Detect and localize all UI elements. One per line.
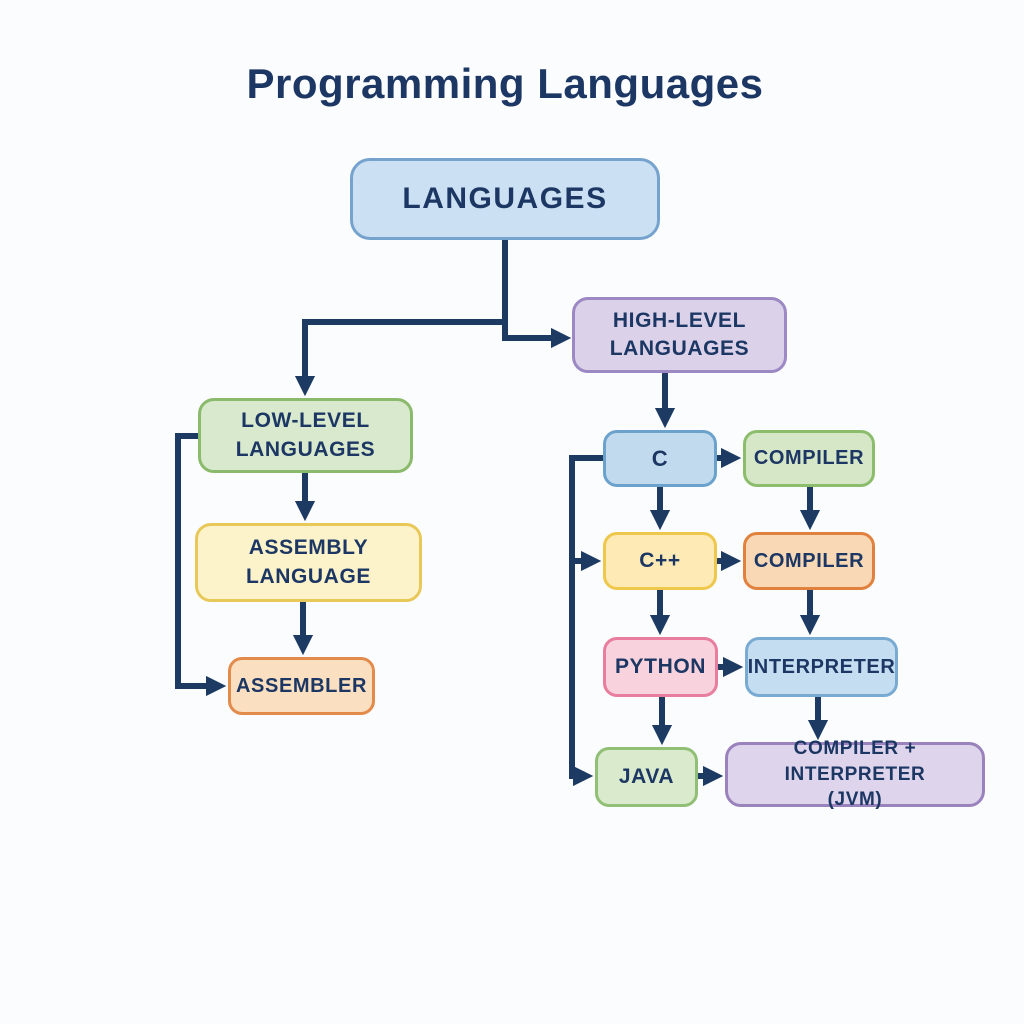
- node-assembly-language-label: ASSEMBLY LANGUAGE: [246, 536, 371, 588]
- node-interpreter: INTERPRETER: [745, 637, 898, 697]
- node-c: C: [603, 430, 717, 487]
- node-python-label: PYTHON: [614, 654, 707, 678]
- node-interpreter-label: INTERPRETER: [747, 655, 896, 678]
- node-cpp-label: C++: [639, 548, 681, 572]
- node-cpp: C++: [603, 532, 717, 590]
- node-compiler-for-cpp: COMPILER: [743, 532, 875, 590]
- node-compiler-for-cpp-label: COMPILER: [753, 549, 865, 572]
- node-java-label: JAVA: [618, 764, 675, 788]
- node-assembler: ASSEMBLER: [228, 657, 375, 715]
- node-compiler-for-c: COMPILER: [743, 430, 875, 487]
- edge-languages-low-level: [294, 319, 505, 397]
- node-assembler-label: ASSEMBLER: [236, 674, 367, 697]
- node-c-label: C: [651, 445, 669, 471]
- node-high-level-languages: HIGH-LEVEL LANGUAGES: [572, 297, 787, 373]
- node-low-level-languages: LOW-LEVEL LANGUAGES: [198, 398, 413, 473]
- node-compiler-for-c-label: COMPILER: [753, 447, 865, 469]
- node-assembly-language: ASSEMBLY LANGUAGE: [195, 523, 422, 602]
- edge-low-level-assembler-bracket: [175, 433, 227, 697]
- node-high-level-languages-label: HIGH-LEVEL LANGUAGES: [609, 308, 750, 360]
- edge-languages-high-level: [502, 240, 572, 349]
- node-languages-label: LANGUAGES: [402, 181, 608, 215]
- node-compiler-interpreter-jvm-label: COMPILER + INTERPRETER (JVM): [784, 738, 926, 811]
- node-python: PYTHON: [603, 637, 718, 697]
- node-languages: LANGUAGES: [350, 158, 660, 240]
- edge-c-java-bracket: [569, 455, 603, 787]
- node-java: JAVA: [595, 747, 698, 807]
- node-low-level-languages-label: LOW-LEVEL LANGUAGES: [235, 409, 376, 461]
- page-title: Programming Languages: [246, 60, 764, 107]
- node-compiler-interpreter-jvm: COMPILER + INTERPRETER (JVM): [725, 738, 985, 810]
